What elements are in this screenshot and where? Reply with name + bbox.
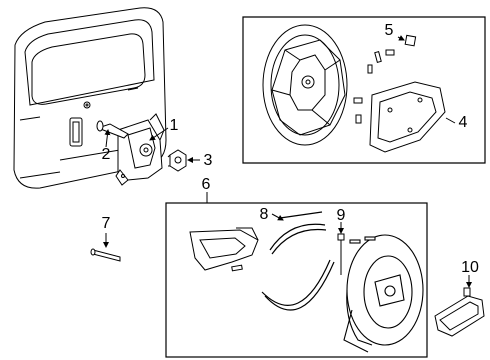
long-bolt xyxy=(337,233,345,275)
leader-1 xyxy=(149,127,169,141)
callout-6: 6 xyxy=(201,176,211,193)
door-handle xyxy=(69,117,83,147)
tire-cover xyxy=(343,234,424,353)
callout-10: 10 xyxy=(461,259,479,276)
callout-1: 1 xyxy=(169,117,179,134)
door-window xyxy=(31,33,146,105)
trim-hoop xyxy=(261,211,335,311)
leader-8 xyxy=(271,213,284,221)
stud-bolt xyxy=(96,120,129,139)
leader-lines xyxy=(103,35,472,288)
callout-7: 7 xyxy=(101,215,111,232)
tailgate-door xyxy=(13,7,167,189)
mount-plate xyxy=(369,81,446,153)
carrier-bracket xyxy=(115,113,165,186)
upper-right-box xyxy=(242,16,486,164)
lamp-assembly xyxy=(434,287,485,337)
callout-8: 8 xyxy=(259,206,269,223)
leader-5 xyxy=(397,35,405,41)
leader-2 xyxy=(104,129,111,148)
door-bolt xyxy=(83,101,91,109)
lower-box xyxy=(165,202,428,358)
clips xyxy=(353,49,395,124)
callout-5: 5 xyxy=(384,22,394,39)
callout-2: 2 xyxy=(101,146,111,163)
callout-4: 4 xyxy=(458,114,468,131)
square-clip xyxy=(404,34,417,47)
callout-9: 9 xyxy=(336,207,346,224)
callout-3: 3 xyxy=(203,152,213,169)
lug-nut xyxy=(167,149,187,172)
leader-4 xyxy=(445,117,456,124)
pin xyxy=(90,248,121,262)
